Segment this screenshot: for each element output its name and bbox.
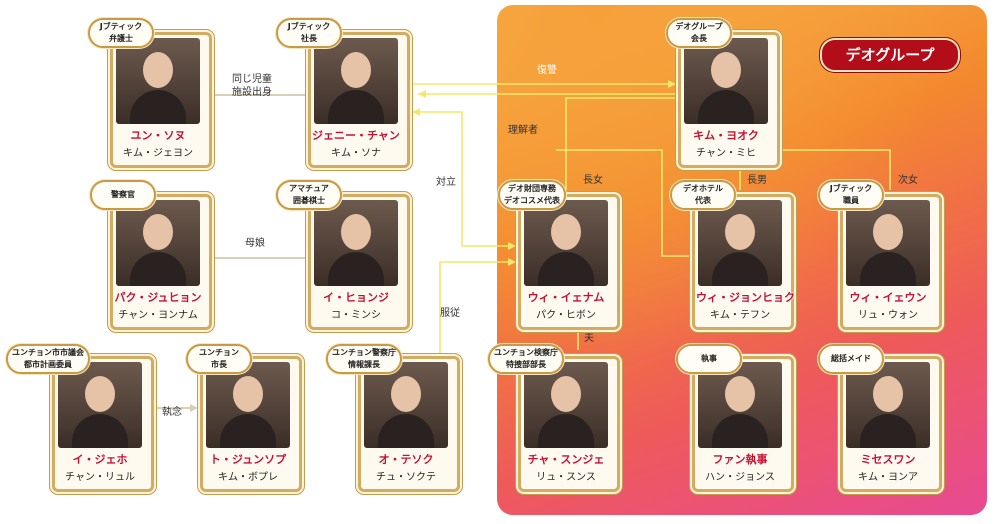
- character-name: ト・ジュンソプ: [209, 453, 287, 466]
- character-name: ユン・ソヌ: [130, 129, 186, 142]
- character-name: ウィ・イェナム: [527, 291, 605, 304]
- label-mother-daughter: 母娘: [245, 238, 265, 249]
- label-eldest-daughter: 長女: [583, 175, 603, 186]
- card-cha[interactable]: チャ・スンジェ リュ・スンス: [516, 352, 620, 492]
- title-tag: デオグループ会長: [666, 18, 732, 48]
- arrow-understanding: [418, 90, 426, 98]
- label-confront: 対立: [436, 177, 456, 188]
- line-yeeun: [758, 149, 891, 190]
- line-follow: [439, 261, 516, 355]
- card-wi-yeeun[interactable]: ウィ・イェウン リュ・ウォン: [838, 190, 942, 330]
- card-kim-yeook[interactable]: キム・ヨオク チャン・ミヒ: [676, 28, 780, 168]
- actor-name: コ・ミンシ: [331, 310, 381, 321]
- arrow-obsession: [190, 404, 198, 412]
- group-name-badge: デオグループ: [820, 38, 960, 72]
- label-second-daughter: 次女: [898, 175, 918, 186]
- label-husband: 夫: [584, 333, 594, 344]
- card-jenny[interactable]: ジェニー・チャン キム・ソナ: [306, 28, 410, 168]
- card-lee-jaeho[interactable]: イ・ジェホ チャン・リュル: [50, 352, 154, 492]
- portrait-image: [206, 362, 290, 448]
- portrait-image: [314, 200, 398, 286]
- character-name: ウィ・ジョンヒョク: [696, 291, 795, 304]
- character-name: パク・ジュヒョン: [114, 291, 202, 304]
- character-name: ウィ・イェウン: [849, 291, 927, 304]
- arrow-confront-a: [412, 108, 420, 116]
- portrait-image: [846, 200, 930, 286]
- arrow-confront-b: [508, 242, 516, 250]
- character-name: チャ・スンジェ: [527, 453, 605, 466]
- portrait-image: [524, 362, 608, 448]
- card-mrs-wang[interactable]: ミセスワン キム・ヨンア: [838, 352, 942, 492]
- title-tag: Jブティック社長: [276, 18, 342, 48]
- actor-name: リュ・スンス: [536, 472, 596, 483]
- title-tag: デオ財団専務デオコスメ代表: [498, 180, 566, 210]
- portrait-image: [314, 38, 398, 124]
- character-name: ジェニー・チャン: [312, 129, 400, 142]
- character-name: ファン執事: [712, 453, 768, 466]
- card-fan[interactable]: ファン執事 ハン・ジョンス: [690, 352, 794, 492]
- portrait-image: [58, 362, 142, 448]
- title-tag: Jブティック弁護士: [88, 18, 154, 48]
- card-park[interactable]: パク・ジュヒョン チャン・ヨンナム: [108, 190, 212, 330]
- actor-name: キム・テフン: [709, 310, 771, 321]
- actor-name: パク・ヒボン: [536, 310, 596, 321]
- portrait-image: [698, 362, 782, 448]
- card-wi-yenam[interactable]: ウィ・イェナム パク・ヒボン: [516, 190, 620, 330]
- actor-name: キム・ヨンア: [858, 472, 918, 483]
- title-tag: 総括メイド: [818, 344, 884, 374]
- actor-name: チャン・ミヒ: [696, 148, 756, 159]
- title-tag: デオホテル代表: [670, 180, 736, 210]
- title-tag: 警察官: [90, 180, 156, 210]
- actor-name: チャン・リュル: [65, 472, 135, 483]
- actor-name: チャン・ヨンナム: [118, 310, 198, 321]
- actor-name: リュ・ウォン: [858, 310, 918, 321]
- character-name: ミセスワン: [860, 453, 916, 466]
- card-to[interactable]: ト・ジュンソプ キム・ボプレ: [198, 352, 302, 492]
- card-wi-jeonghyuk[interactable]: ウィ・ジョンヒョク キム・テフン: [690, 190, 795, 330]
- title-tag: ユンチョン検察庁特捜部部長: [488, 344, 564, 374]
- actor-name: チュ・ソクテ: [376, 472, 436, 483]
- card-oh[interactable]: オ・テソク チュ・ソクテ: [356, 352, 460, 492]
- label-follow: 服従: [440, 308, 460, 319]
- character-name: オ・テソク: [378, 453, 434, 466]
- title-tag: アマチュア囲碁棋士: [276, 180, 342, 210]
- title-tag: ユンチョン市市議会都市計画委員: [6, 344, 90, 374]
- line-yena-jenny: [565, 97, 676, 190]
- portrait-image: [116, 38, 200, 124]
- portrait-image: [846, 362, 930, 448]
- portrait-image: [524, 200, 608, 286]
- label-obsession: 執念: [162, 407, 182, 418]
- label-eldest-son: 長男: [747, 175, 767, 186]
- title-tag: ユンチョン市長: [186, 344, 252, 374]
- character-name: イ・ジェホ: [72, 453, 128, 466]
- actor-name: キム・ソナ: [331, 148, 381, 159]
- label-revenge: 復讐: [537, 65, 557, 76]
- portrait-image: [364, 362, 448, 448]
- card-yun[interactable]: ユン・ソヌ キム・ジェヨン: [108, 28, 212, 168]
- portrait-image: [698, 200, 782, 286]
- actor-name: ハン・ジョンス: [705, 472, 775, 483]
- title-tag: 執事: [676, 344, 742, 374]
- title-tag: Jブティック職員: [818, 180, 884, 210]
- arrow-revenge: [668, 80, 676, 88]
- arrow-follow: [508, 258, 516, 266]
- line-jeonghyuk: [556, 149, 690, 257]
- character-name: イ・ヒョンジ: [323, 291, 389, 304]
- title-tag: ユンチョン警察庁情報課長: [326, 344, 402, 374]
- portrait-image: [684, 38, 768, 124]
- label-same-facility: 同じ児童施設出身: [232, 74, 272, 98]
- actor-name: キム・ボプレ: [218, 472, 278, 483]
- character-name: キム・ヨオク: [693, 129, 759, 142]
- actor-name: キム・ジェヨン: [123, 148, 193, 159]
- card-lee-hyeonji[interactable]: イ・ヒョンジ コ・ミンシ: [306, 190, 410, 330]
- line-confront: [412, 111, 516, 247]
- label-understanding: 理解者: [508, 125, 538, 136]
- portrait-image: [116, 200, 200, 286]
